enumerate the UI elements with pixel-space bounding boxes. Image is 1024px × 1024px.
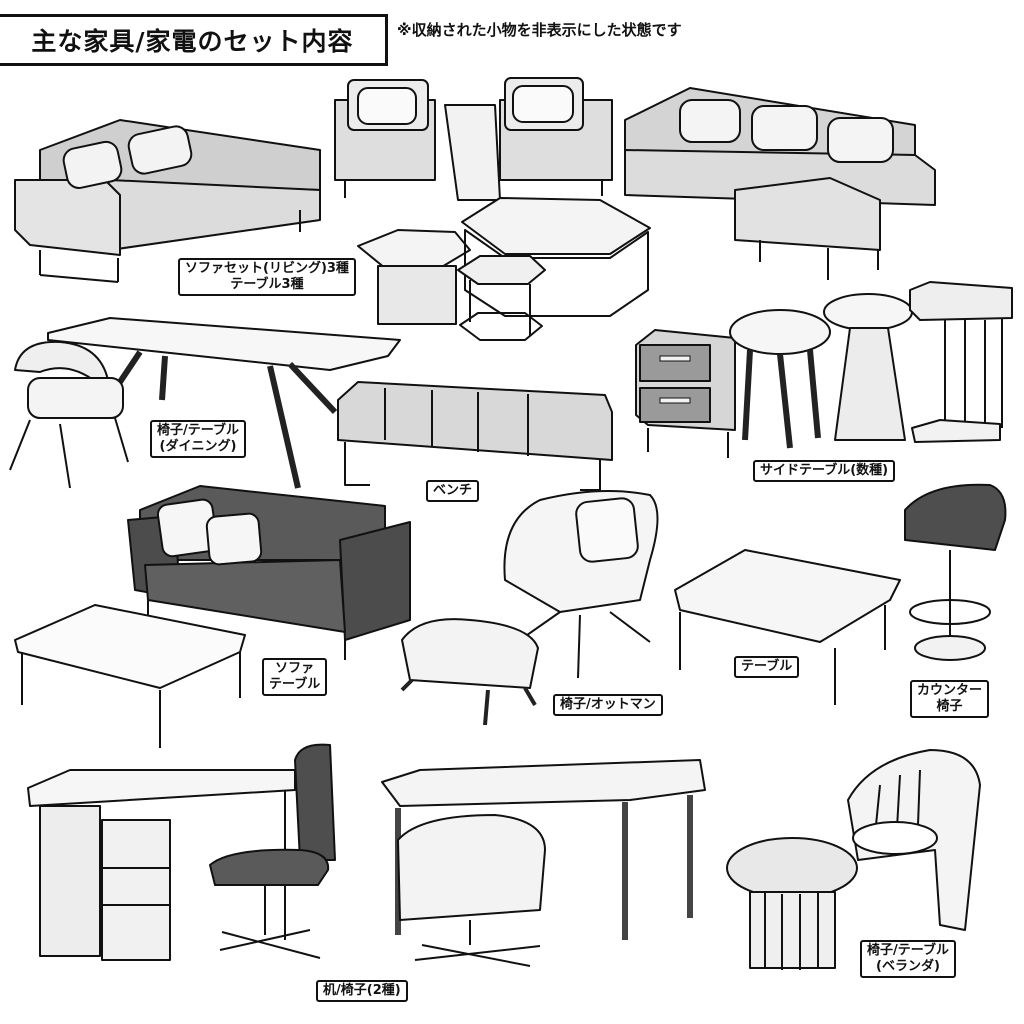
hexagon-tables-illustration [357,197,651,341]
veranda-table-illustration [726,837,858,970]
label-sofa-set: ソファセット(リビング)3種 テーブル3種 [178,258,356,296]
desk-illustration [27,769,296,961]
label-bench: ベンチ [426,480,480,502]
pedestal-table-illustration [823,293,913,441]
desk-chair-illustration [397,814,546,967]
ottoman-illustration [400,618,539,726]
label-veranda-line-2: (ベランダ) [876,959,940,974]
note-text: ※収納された小物を非表示にした状態です [397,21,682,39]
label-counter-chair-line-1: カウンター [917,683,983,698]
label-sofa-set-line-1: ソファセット(リビング)3種 [185,261,349,276]
label-desk-chair: 机/椅子(2種) [316,980,408,1002]
label-side-table-line-1: サイドテーブル(数種) [760,463,889,478]
dining-set-illustration [9,317,401,489]
label-side-table: サイドテーブル(数種) [753,460,896,482]
drawer-cabinet-illustration [635,329,736,458]
label-bench-line-1: ベンチ [433,483,473,498]
label-sofa-table-line-1: ソファ [275,661,315,676]
veranda-chair-illustration [847,749,981,931]
lounge-chair-illustration [503,490,659,679]
label-dining-line-1: 椅子/テーブル [157,423,239,438]
label-table: テーブル [734,656,800,678]
label-chair-ottoman-line-1: 椅子/オットマン [560,697,656,712]
armchair-pair-illustration [334,77,613,201]
label-sofa-table-line-2: テーブル [269,677,321,692]
label-sofa-table: ソファ テーブル [262,658,328,696]
bench-illustration [337,381,613,491]
label-veranda-line-1: 椅子/テーブル [867,943,949,958]
l-desk-illustration [381,759,706,940]
glass-table-illustration [14,604,246,748]
sofa-illustration-1 [14,119,321,283]
label-veranda: 椅子/テーブル (ベランダ) [860,940,956,978]
page-title: 主な家具/家電のセット内容 [0,14,388,66]
counter-chair-illustration [904,483,1007,661]
label-sofa-set-line-2: テーブル3種 [230,277,304,292]
round-side-table-illustration [729,309,831,449]
label-table-line-1: テーブル [741,659,793,674]
label-desk-chair-line-1: 机/椅子(2種) [323,983,401,998]
plant-stand-illustration [909,281,1013,443]
label-dining: 椅子/テーブル (ダイニング) [150,420,246,458]
label-dining-line-2: (ダイニング) [159,439,237,454]
label-counter-chair-line-2: 椅子 [936,699,963,714]
office-chair-illustration [209,743,336,959]
sectional-sofa-illustration [624,87,936,280]
label-chair-ottoman: 椅子/オットマン [553,694,663,716]
low-table-illustration [674,549,901,705]
dark-sofa-illustration [127,485,411,660]
label-counter-chair: カウンター 椅子 [910,680,990,718]
